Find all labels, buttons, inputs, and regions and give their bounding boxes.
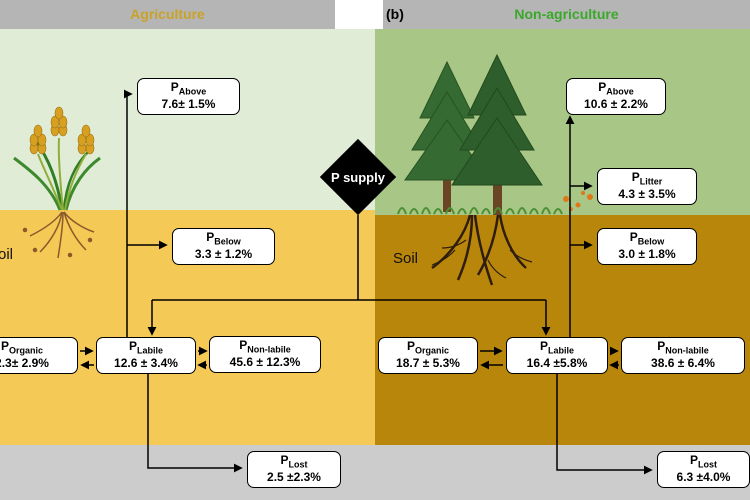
box-p-above-non-agriculture-value: 10.6 ± 2.2% xyxy=(584,96,648,111)
wheat-plant-icon xyxy=(13,106,101,211)
box-p-organic-agriculture-label: POrganic xyxy=(0,339,44,356)
box-p-non-labile-non-agriculture: PNon-labile 38.6 ± 6.4% xyxy=(621,337,745,374)
grass-icon xyxy=(397,207,563,215)
p-supply-label: P supply xyxy=(331,170,385,185)
box-p-organic-agriculture-value: 2.3± 2.9% xyxy=(0,355,49,370)
box-p-below-agriculture-value: 3.3 ± 1.2% xyxy=(194,246,253,261)
box-p-lost-agriculture-label: PLost xyxy=(280,453,308,470)
box-p-above-agriculture: PAbove 7.6± 1.5% xyxy=(137,78,240,115)
box-p-non-labile-agriculture: PNon-labile 45.6 ± 12.3% xyxy=(209,336,321,373)
box-p-litter-non-agriculture-value: 4.3 ± 3.5% xyxy=(618,186,676,201)
box-p-below-agriculture: PBelow 3.3 ± 1.2% xyxy=(172,228,275,265)
box-p-litter-non-agriculture-label: PLitter xyxy=(631,170,663,187)
box-p-labile-non-agriculture-label: PLabile xyxy=(539,339,575,356)
box-p-litter-non-agriculture: PLitter 4.3 ± 3.5% xyxy=(597,168,697,205)
box-p-labile-agriculture-label: PLabile xyxy=(128,339,164,356)
panel-b-label: (b) xyxy=(386,6,404,22)
box-p-non-labile-agriculture-label: PNon-labile xyxy=(239,338,291,355)
box-p-organic-non-agriculture: POrganic 18.7 ± 5.3% xyxy=(378,337,478,374)
box-p-below-non-agriculture: PBelow 3.0 ± 1.8% xyxy=(597,228,697,265)
box-p-lost-agriculture-value: 2.5 ±2.3% xyxy=(267,469,321,484)
box-p-below-non-agriculture-value: 3.0 ± 1.8% xyxy=(618,246,676,261)
box-p-organic-non-agriculture-value: 18.7 ± 5.3% xyxy=(396,355,460,370)
box-p-organic-non-agriculture-label: POrganic xyxy=(406,339,450,356)
box-p-above-agriculture-value: 7.6± 1.5% xyxy=(161,96,216,111)
box-p-non-labile-agriculture-value: 45.6 ± 12.3% xyxy=(229,354,301,369)
wheat-roots-icon xyxy=(22,211,95,259)
box-p-labile-non-agriculture: PLabile 16.4 ±5.8% xyxy=(506,337,608,374)
box-p-labile-non-agriculture-value: 16.4 ±5.8% xyxy=(526,355,588,370)
soil-label-agriculture: Soil xyxy=(0,246,14,263)
box-p-above-non-agriculture-label: PAbove xyxy=(598,80,634,97)
box-p-below-non-agriculture-label: PBelow xyxy=(629,230,665,247)
agriculture-title: Agriculture xyxy=(130,6,205,22)
flow-arrows xyxy=(80,89,653,475)
non-agriculture-header-bar xyxy=(383,0,750,29)
non-agriculture-title: Non-agriculture xyxy=(514,6,619,22)
box-p-non-labile-non-agriculture-label: PNon-labile xyxy=(657,339,709,356)
box-p-non-labile-non-agriculture-value: 38.6 ± 6.4% xyxy=(651,355,715,370)
box-p-organic-agriculture: POrganic 2.3± 2.9% xyxy=(0,337,78,374)
box-p-lost-agriculture: PLost 2.5 ±2.3% xyxy=(247,451,341,488)
box-p-labile-agriculture: PLabile 12.6 ± 3.4% xyxy=(96,337,196,374)
footer-bar xyxy=(0,445,750,500)
box-p-lost-non-agriculture-label: PLost xyxy=(689,453,717,470)
soil-label-non-agriculture: Soil xyxy=(393,250,419,267)
box-p-lost-non-agriculture-value: 6.3 ±4.0% xyxy=(676,469,731,484)
tree-roots-icon xyxy=(431,214,533,286)
box-p-lost-non-agriculture: PLost 6.3 ±4.0% xyxy=(657,451,750,488)
box-p-labile-agriculture-value: 12.6 ± 3.4% xyxy=(114,355,178,370)
pine-trees-icon xyxy=(404,53,543,215)
flowers-icon xyxy=(563,191,593,211)
box-p-below-agriculture-label: PBelow xyxy=(206,230,241,247)
box-p-above-non-agriculture: PAbove 10.6 ± 2.2% xyxy=(566,78,666,115)
box-p-above-agriculture-label: PAbove xyxy=(170,80,207,97)
agriculture-header-bar xyxy=(0,0,335,29)
